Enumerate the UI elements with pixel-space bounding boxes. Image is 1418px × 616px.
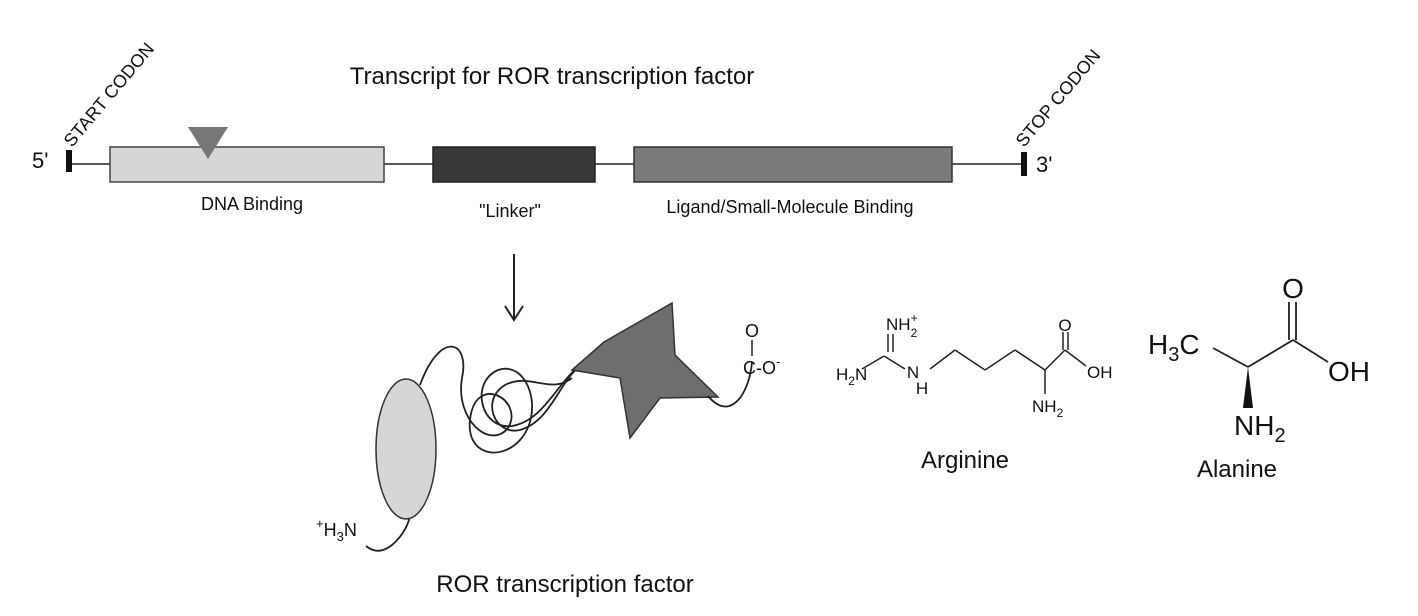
c-terminus-tail [707,361,753,408]
ligand-binding-domain [633,146,953,183]
alanine-structure: H3C O OH NH2 Alanine [1148,273,1370,483]
protein-caption: ROR transcription factor [436,571,693,598]
alanine-h3c-label: H3C [1148,329,1200,366]
start-codon-label: START CODON [60,39,158,151]
alanine-oh-label: OH [1328,356,1370,387]
dna-binding-label: DNA Binding [201,194,303,214]
wedge-bond-icon [1243,367,1253,408]
down-arrow-icon [504,254,524,322]
start-codon-marker [66,150,72,172]
linker-loop [419,345,591,454]
linker-label: "Linker" [479,201,541,221]
dna-binding-domain [109,146,385,183]
stop-codon-label: STOP CODON [1012,46,1105,151]
three-prime-label: 3' [1036,152,1052,177]
amino-terminus-label: +H3N [316,516,357,544]
mutation-triangle-marker [188,127,228,159]
ligand-binding-star [570,301,720,440]
arginine-oh-label: OH [1087,363,1113,382]
arginine-name: Arginine [921,447,1009,474]
arginine-nh2-plus-label: NH+2 [886,311,918,340]
arginine-h2n-label: H2N [836,365,867,388]
linker-domain [432,146,596,183]
transcript: 5' START CODON 3' STOP CODON DNA Binding… [32,39,1104,221]
stop-codon-marker [1021,152,1027,176]
carboxyl-o-label: O [745,321,759,341]
alanine-o-label: O [1282,273,1304,304]
arginine-n-label: N [907,363,919,382]
alanine-name: Alanine [1197,456,1277,483]
five-prime-label: 5' [32,148,48,173]
arginine-o-label: O [1058,316,1071,335]
protein-illustration: O C-O- +H3N ROR transcription factor [316,301,780,598]
arginine-h-label: H [916,379,928,398]
arginine-structure: NH+2 H2N N H O OH NH2 Arginine [836,311,1113,474]
diagram-title: Transcript for ROR transcription factor [350,63,755,90]
arginine-nh2-label: NH2 [1032,397,1064,420]
alanine-nh2-label: NH2 [1234,410,1286,447]
dna-binding-oval [375,378,437,520]
ligand-binding-label: Ligand/Small-Molecule Binding [666,197,913,217]
carboxyl-label: C-O- [743,354,780,378]
